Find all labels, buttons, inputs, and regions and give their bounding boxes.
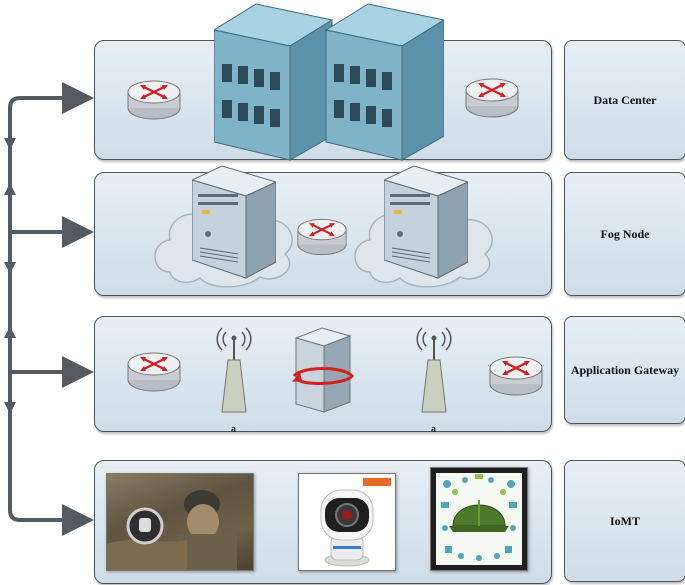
application-gateway-label: Application Gateway (570, 362, 680, 377)
router-icon (127, 80, 181, 120)
iomt-label: IoMT (610, 513, 640, 528)
building-icon (214, 3, 444, 161)
server-icon (192, 165, 276, 279)
smart-helmet-photo (430, 467, 528, 571)
iomt-label-box: IoMT (564, 460, 685, 582)
server-icon (384, 165, 468, 279)
connector-arrows (4, 82, 94, 536)
router-icon (127, 352, 181, 392)
antenna-icon (216, 327, 252, 413)
antenna-icon (416, 327, 452, 413)
router-icon (465, 78, 519, 118)
antenna-label: a (231, 424, 236, 435)
data-center-label-box: Data Center (564, 40, 685, 160)
application-gateway-label-box: Application Gateway (564, 316, 685, 424)
fog-node-label-box: Fog Node (564, 172, 685, 296)
antenna-label: a (431, 424, 436, 435)
router-icon (297, 218, 347, 256)
firewall-icon (292, 327, 354, 413)
data-center-label: Data Center (593, 92, 657, 107)
camera-photo (298, 473, 396, 571)
soldier-photo (106, 473, 254, 571)
fog-node-label: Fog Node (600, 226, 650, 241)
router-icon (489, 356, 543, 396)
